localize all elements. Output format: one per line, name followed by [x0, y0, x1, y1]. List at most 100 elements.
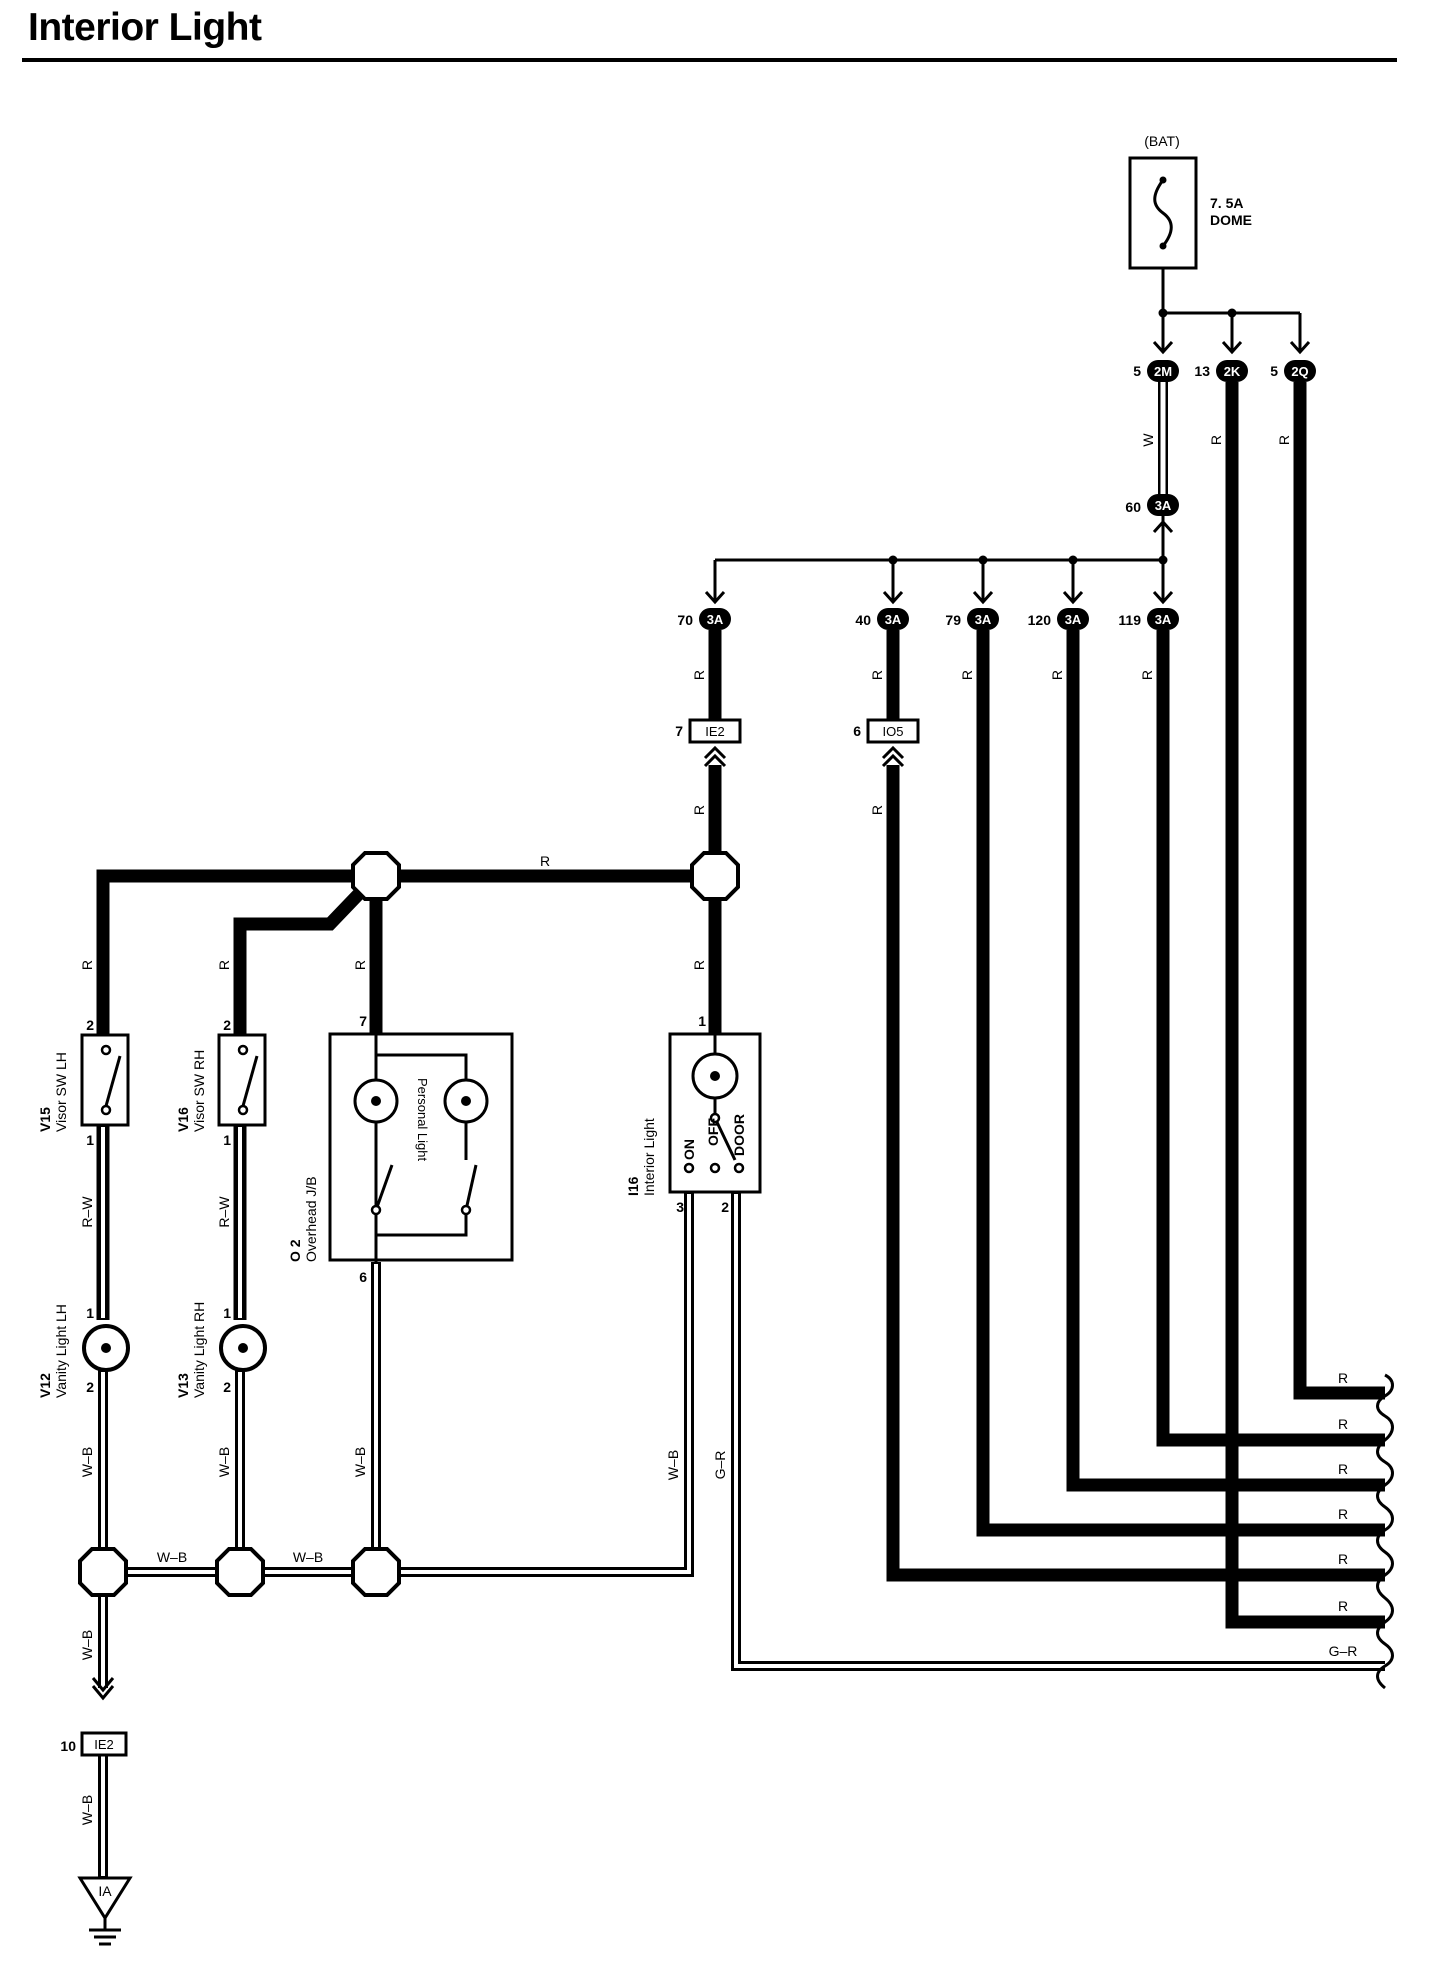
svg-text:7: 7	[675, 723, 683, 739]
svg-text:W–B: W–B	[216, 1447, 232, 1477]
svg-text:R: R	[691, 805, 707, 815]
splice-bottom-3	[351, 1547, 401, 1597]
i16-pos-on: ON	[681, 1139, 697, 1160]
v12-name: Vanity Light LH	[53, 1304, 69, 1398]
splice-bus-3a	[713, 516, 1165, 600]
svg-text:R: R	[1338, 1506, 1348, 1522]
connector-2q: 5 2Q	[1270, 360, 1316, 382]
svg-text:3: 3	[676, 1199, 684, 1215]
svg-text:2M: 2M	[1154, 364, 1172, 379]
svg-text:3A: 3A	[885, 612, 902, 627]
connector-ie2-10: 10 IE2	[60, 1677, 128, 1757]
svg-text:1: 1	[223, 1305, 231, 1321]
svg-text:R: R	[1338, 1370, 1348, 1386]
svg-text:13: 13	[1194, 363, 1210, 379]
svg-text:G–R: G–R	[1329, 1643, 1358, 1659]
svg-text:W–B: W–B	[293, 1549, 323, 1565]
connector-3a-70: 70 3A	[677, 608, 731, 630]
svg-text:R: R	[691, 670, 707, 680]
v12-code: V12	[37, 1373, 53, 1398]
wires-r-left	[96, 869, 722, 1034]
svg-text:5: 5	[1133, 363, 1141, 379]
v16-code: V16	[175, 1107, 191, 1132]
svg-text:R: R	[1338, 1416, 1348, 1432]
v15-name: Visor SW LH	[53, 1052, 69, 1132]
i16-pos-off: OFF	[705, 1118, 721, 1146]
splice-top-right	[690, 851, 740, 901]
svg-text:R: R	[869, 805, 885, 815]
visor-switch-rh: 2 1	[217, 1017, 267, 1148]
svg-text:5: 5	[1270, 363, 1278, 379]
v13-name: Vanity Light RH	[191, 1302, 207, 1398]
svg-text:6: 6	[853, 723, 861, 739]
overhead-jb: 7 Personal Light 6	[328, 1013, 514, 1285]
svg-text:W–B: W–B	[352, 1447, 368, 1477]
i16-name: Interior Light	[641, 1118, 657, 1196]
svg-text:W–B: W–B	[79, 1447, 95, 1477]
svg-text:7: 7	[359, 1013, 367, 1029]
connector-io5-6: 6 IO5	[853, 718, 920, 768]
svg-text:R: R	[1049, 670, 1065, 680]
svg-text:W–B: W–B	[79, 1630, 95, 1660]
wires-wb	[98, 1192, 694, 1878]
svg-text:R: R	[79, 960, 95, 970]
page-title: Interior Light	[28, 6, 262, 49]
svg-text:R: R	[1338, 1461, 1348, 1477]
svg-text:2: 2	[86, 1379, 94, 1395]
ground-ia: IA	[77, 1876, 133, 1946]
connector-3a-60: 60 3A	[1125, 494, 1179, 516]
svg-text:R: R	[691, 960, 707, 970]
wires-r-right	[708, 382, 1385, 1629]
svg-text:R: R	[540, 853, 550, 869]
svg-text:10: 10	[60, 1738, 76, 1754]
svg-text:2Q: 2Q	[1291, 364, 1308, 379]
svg-text:2: 2	[223, 1379, 231, 1395]
connector-3a-120: 120 3A	[1028, 608, 1089, 630]
o2-name: Overhead J/B	[303, 1176, 319, 1262]
svg-text:2: 2	[721, 1199, 729, 1215]
svg-text:1: 1	[223, 1132, 231, 1148]
svg-text:R–W: R–W	[79, 1196, 95, 1228]
svg-text:R: R	[869, 670, 885, 680]
svg-text:6: 6	[359, 1269, 367, 1285]
svg-text:2: 2	[86, 1017, 94, 1033]
svg-text:IA: IA	[98, 1883, 112, 1899]
svg-text:3A: 3A	[1065, 612, 1082, 627]
i16-pos-door: DOOR	[731, 1114, 747, 1156]
svg-text:120: 120	[1028, 612, 1052, 628]
svg-text:R: R	[352, 960, 368, 970]
personal-light-label: Personal Light	[415, 1078, 430, 1161]
svg-text:R: R	[1139, 670, 1155, 680]
svg-text:3A: 3A	[975, 612, 992, 627]
splice-top-left	[351, 851, 401, 901]
svg-text:IE2: IE2	[705, 724, 725, 739]
svg-text:IO5: IO5	[883, 724, 904, 739]
svg-text:R: R	[959, 670, 975, 680]
svg-text:3A: 3A	[1155, 498, 1172, 513]
svg-text:2: 2	[223, 1017, 231, 1033]
interior-light: 1 ON OFF DOOR 3 2	[668, 1013, 762, 1215]
svg-text:119: 119	[1118, 612, 1141, 628]
connector-2m: 5 2M	[1133, 360, 1179, 382]
fuse-name: DOME	[1210, 212, 1252, 228]
svg-text:R: R	[1208, 435, 1224, 445]
svg-text:1: 1	[86, 1132, 94, 1148]
svg-text:R: R	[1338, 1551, 1348, 1567]
v15-code: V15	[37, 1107, 53, 1132]
svg-text:W–B: W–B	[665, 1450, 681, 1480]
svg-text:R: R	[1338, 1598, 1348, 1614]
v16-name: Visor SW RH	[191, 1050, 207, 1132]
svg-text:W: W	[1140, 433, 1156, 447]
connector-2k: 13 2K	[1194, 360, 1248, 382]
svg-text:R: R	[216, 960, 232, 970]
svg-text:G–R: G–R	[712, 1451, 728, 1480]
o2-code: O 2	[287, 1239, 303, 1262]
svg-text:3A: 3A	[1155, 612, 1172, 627]
svg-text:R: R	[1276, 435, 1292, 445]
bat-label: (BAT)	[1144, 133, 1180, 149]
splice-bottom-2	[215, 1547, 265, 1597]
svg-text:IE2: IE2	[94, 1737, 114, 1752]
connector-3a-79: 79 3A	[945, 608, 999, 630]
connector-3a-119: 119 3A	[1118, 608, 1179, 630]
